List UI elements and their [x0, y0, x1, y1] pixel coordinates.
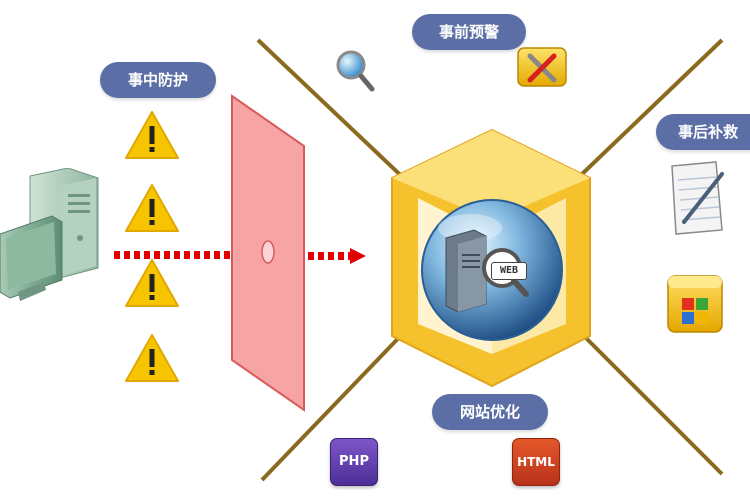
- warning-icon: [125, 184, 179, 232]
- label-after-remedy: 事后补救: [656, 114, 750, 150]
- firewall-icon: [231, 94, 305, 412]
- web-badge-label: WEB: [499, 265, 519, 276]
- attack-arrow-in: [114, 251, 246, 259]
- web-server-cube: [391, 128, 591, 388]
- attack-arrow-out: [308, 248, 366, 264]
- warning-icon: [125, 334, 179, 382]
- html-icon: HTML: [512, 438, 560, 486]
- label-early-warning: 事前预警: [412, 14, 526, 50]
- php-icon: PHP: [330, 438, 378, 486]
- warning-icon: [125, 259, 179, 307]
- notepad-icon: [671, 161, 724, 235]
- label-during-protection: 事中防护: [100, 62, 216, 98]
- search-icon: [336, 50, 375, 92]
- computer-icon: [0, 168, 100, 303]
- html-label: HTML: [517, 455, 555, 469]
- tools-icon: [517, 47, 567, 87]
- web-badge: WEB: [491, 262, 527, 280]
- label-site-optimization: 网站优化: [432, 394, 548, 430]
- folder-icon: [667, 275, 723, 333]
- warning-icon: [125, 111, 179, 159]
- php-label: PHP: [339, 454, 369, 469]
